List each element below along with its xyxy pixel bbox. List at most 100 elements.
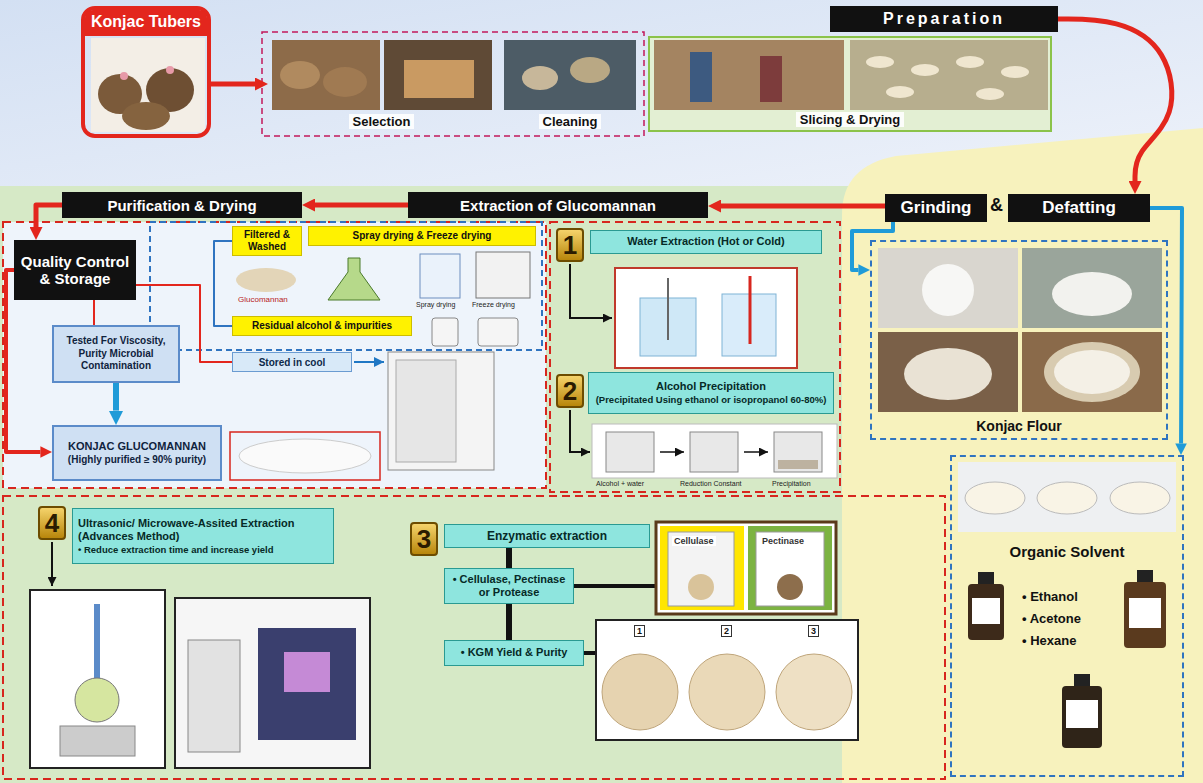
beaker bbox=[774, 432, 822, 472]
freeze-dryer bbox=[476, 252, 530, 298]
bottle-label bbox=[1066, 700, 1098, 728]
kgm-plate bbox=[602, 654, 678, 730]
box-title: Grinding bbox=[901, 198, 972, 218]
dried-slice bbox=[866, 56, 894, 68]
flour-photo bbox=[878, 332, 1018, 412]
flow-arrow bbox=[506, 604, 512, 640]
selection-photo bbox=[272, 40, 380, 110]
box-title: Extraction of Glucomannan bbox=[460, 197, 656, 214]
image-label: Freeze drying bbox=[472, 301, 515, 309]
box-title: Water Extraction (Hot or Cold) bbox=[627, 235, 784, 248]
enzyme-picture bbox=[656, 522, 836, 614]
image-label: Alcohol + water bbox=[596, 480, 644, 488]
precipitate bbox=[778, 460, 818, 469]
box-title: Quality Control & Storage bbox=[18, 253, 132, 288]
box-title: • KGM Yield & Purity bbox=[461, 646, 568, 659]
box-title: Tested For Viscosity, Purity Microbial C… bbox=[58, 335, 174, 373]
selection-photo bbox=[384, 40, 492, 110]
bottle-neck bbox=[1137, 570, 1153, 582]
thermometer bbox=[749, 276, 752, 344]
washed-tuber bbox=[570, 57, 610, 83]
advanced-frame bbox=[3, 496, 945, 779]
process-box: Tested For Viscosity, Purity Microbial C… bbox=[52, 325, 180, 383]
box-title: Stored in cool bbox=[259, 357, 326, 368]
enzyme-pack bbox=[668, 532, 734, 606]
box-body: • Reduce extraction time and increase yi… bbox=[78, 544, 274, 555]
box-body: • Hexane bbox=[1022, 630, 1076, 652]
image-label: Glucomannan bbox=[238, 295, 288, 304]
yellow-ground bbox=[842, 128, 1203, 783]
flour-bowl bbox=[1054, 350, 1130, 394]
sorting-tray bbox=[404, 60, 474, 98]
solvent-bottle bbox=[1062, 686, 1102, 748]
detail-box: • KGM Yield & Purity bbox=[444, 640, 584, 666]
tuber-bud bbox=[120, 72, 128, 80]
sample-bottle bbox=[478, 318, 518, 346]
dried-slice bbox=[911, 64, 939, 76]
washed-tuber bbox=[522, 66, 558, 90]
method-box: Enzymatic extraction bbox=[444, 524, 650, 548]
bottle-neck bbox=[1074, 674, 1090, 686]
stage-banner: Extraction of Glucomannan bbox=[408, 192, 708, 218]
box-title: Organic Solvent bbox=[952, 543, 1182, 560]
solvent-dish bbox=[965, 482, 1025, 514]
box-title: Filtered & Washed bbox=[236, 229, 298, 253]
microwave-picture bbox=[175, 598, 370, 768]
flow-arrow bbox=[211, 82, 255, 87]
box-title: 1 bbox=[563, 232, 577, 258]
spray-dryer bbox=[420, 254, 460, 298]
box-title: Slicing & Drying bbox=[796, 112, 904, 127]
box-title: Selection bbox=[349, 114, 415, 129]
box-title: Cleaning bbox=[539, 114, 602, 129]
kgm-powder bbox=[239, 439, 371, 473]
heater bbox=[60, 726, 135, 756]
step-number: 1 bbox=[556, 228, 584, 262]
step-link bbox=[584, 651, 596, 655]
water-extraction-picture bbox=[615, 268, 797, 368]
box-title: KONJAC GLUCOMANNAN bbox=[68, 440, 206, 454]
storage-arrow bbox=[354, 361, 384, 363]
solvent-panel: Organic Solvent• Ethanol• Acetone• Hexan… bbox=[950, 455, 1184, 777]
tuber-photo bbox=[91, 38, 205, 132]
step-link bbox=[574, 584, 656, 588]
flow-arrow bbox=[506, 548, 512, 568]
box-title: Konjac Flour bbox=[976, 418, 1062, 434]
step-arrow bbox=[51, 542, 53, 586]
box-title: Defatting bbox=[1042, 198, 1116, 218]
box-title: Spray drying & Freeze drying bbox=[353, 230, 492, 242]
dried-slice bbox=[956, 56, 984, 68]
package-label: Cellulase bbox=[672, 536, 716, 546]
enzyme-pack bbox=[756, 532, 824, 606]
powder-pile bbox=[236, 268, 296, 292]
beaker bbox=[606, 432, 654, 472]
stage-banner: Grinding bbox=[885, 194, 987, 222]
slicing-ground bbox=[648, 36, 1052, 132]
dried-slice bbox=[1001, 66, 1029, 78]
box-title: Preparation bbox=[883, 10, 1005, 28]
tuber-pile bbox=[280, 61, 320, 89]
stage-box: Quality Control & Storage bbox=[14, 240, 136, 300]
plate-number: 1 bbox=[634, 625, 645, 637]
purification-group bbox=[150, 222, 542, 350]
box-title: 4 bbox=[45, 510, 59, 536]
flour-bowl bbox=[1044, 342, 1140, 402]
result-box: KONJAC GLUCOMANNAN(Highly purified ≥ 90%… bbox=[52, 425, 222, 481]
stage-banner: Purification & Drying bbox=[62, 192, 302, 218]
tuber bbox=[122, 102, 170, 130]
flour-heap bbox=[1052, 272, 1132, 316]
step-number: 2 bbox=[556, 374, 584, 408]
flour-photo bbox=[1022, 248, 1162, 328]
extraction-frame bbox=[550, 222, 840, 492]
flask bbox=[328, 258, 380, 300]
flow-arrow bbox=[214, 241, 232, 326]
solvent-bottle bbox=[968, 584, 1004, 640]
box-body: • Acetone bbox=[1022, 608, 1081, 630]
process-arrow bbox=[744, 451, 768, 453]
box-body: (Highly purified ≥ 90% purity) bbox=[68, 454, 206, 467]
flow-arrow bbox=[852, 222, 893, 270]
dish-photo bbox=[958, 462, 1176, 532]
plate-picture bbox=[596, 620, 858, 740]
flour-photo bbox=[1022, 332, 1162, 412]
